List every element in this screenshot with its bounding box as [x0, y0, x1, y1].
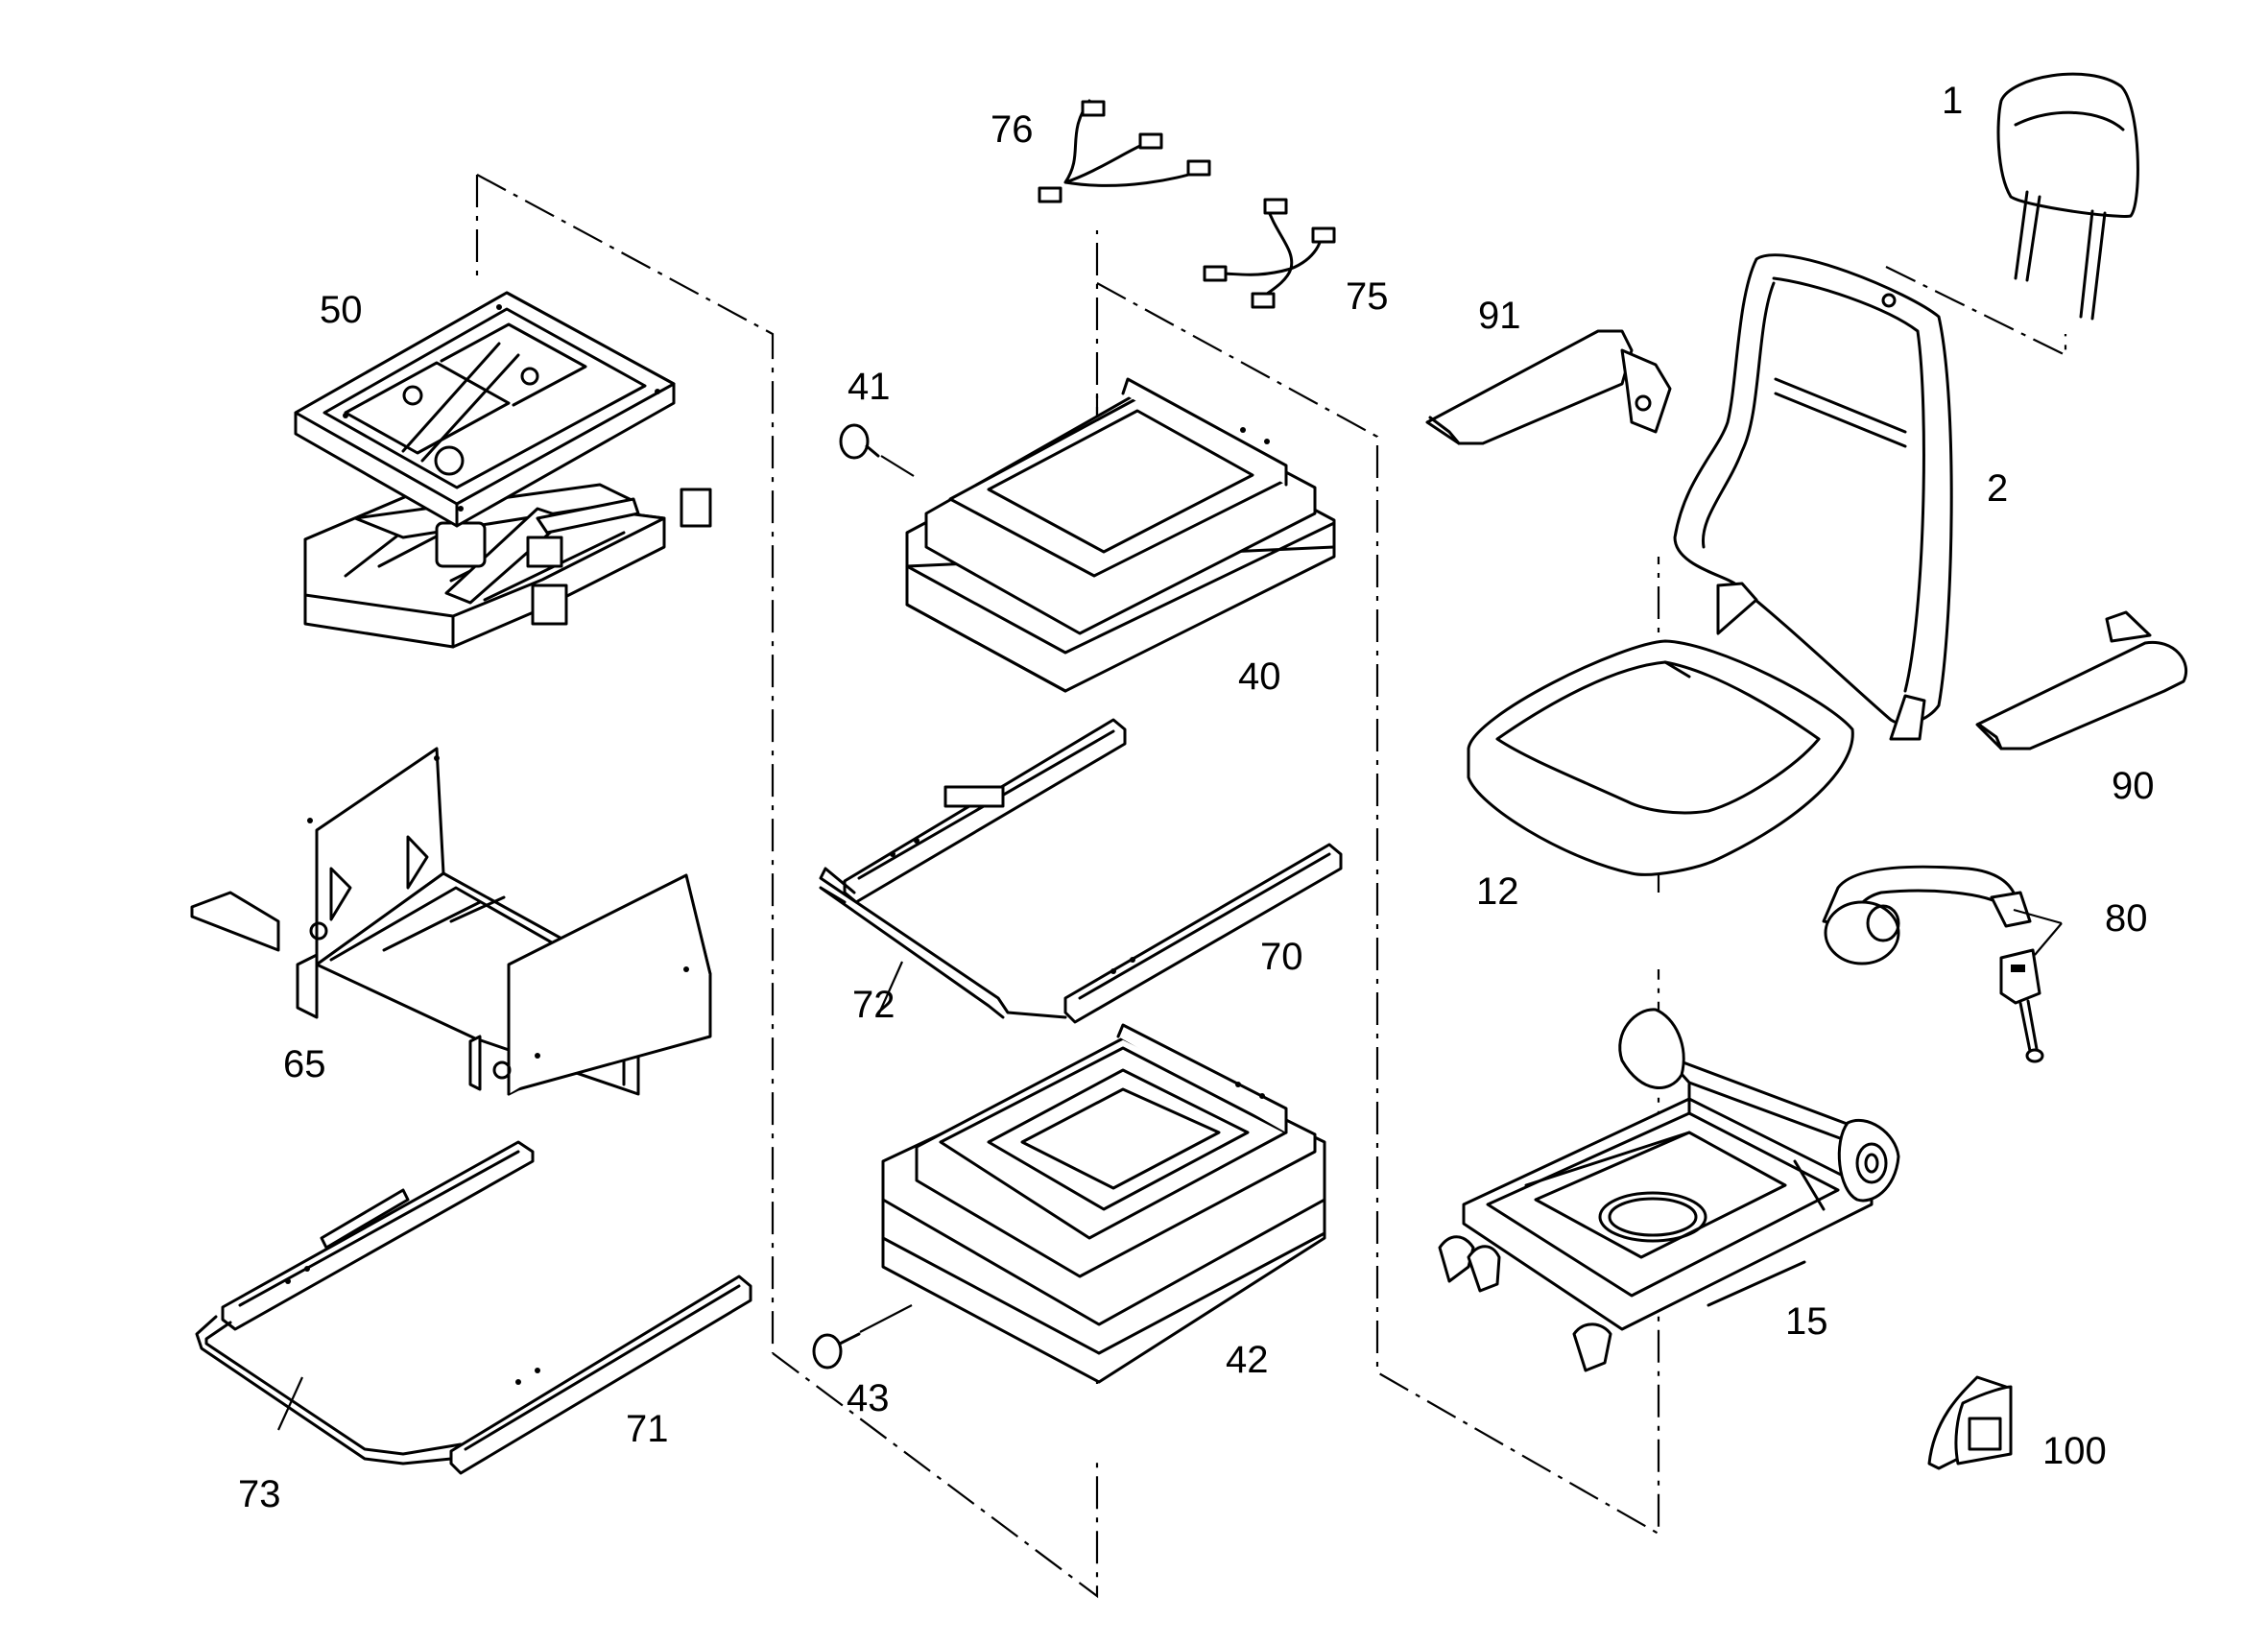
part-labels: 1 2 12 15 40 41 42 43 50 65 70 71 72 73 … — [238, 80, 2155, 1515]
upper-bellows-drawing — [905, 377, 1336, 693]
lower-slide-rails-drawing — [195, 1140, 752, 1475]
harnesses-drawing — [1038, 99, 1336, 309]
label-lower-slide-lever: 73 — [238, 1473, 281, 1515]
suspension-drawing — [294, 291, 712, 649]
label-upper-bellows: 40 — [1238, 655, 1281, 698]
label-armrest-right: 90 — [2112, 765, 2155, 807]
seat-frame-drawing — [1438, 1008, 1900, 1372]
backrest-drawing — [1673, 253, 1953, 741]
armrest-left-drawing — [1425, 329, 1672, 445]
headrest-drawing — [1996, 72, 2139, 321]
label-seat-frame: 15 — [1785, 1300, 1828, 1343]
label-lower-bellows: 42 — [1226, 1339, 1269, 1381]
label-plug-upper: 41 — [848, 366, 891, 408]
upper-slide-rails-drawing — [819, 718, 1343, 1024]
plugs-drawing — [812, 423, 915, 1370]
label-upper-slide-rail: 70 — [1260, 936, 1303, 978]
armrest-right-drawing — [1975, 610, 2188, 751]
label-console: 65 — [283, 1043, 326, 1085]
console-drawing — [190, 747, 712, 1096]
label-headrest: 1 — [1942, 80, 1963, 122]
leader-lines — [276, 908, 2063, 1431]
label-suspension: 50 — [320, 289, 363, 331]
document-pouch-drawing — [1927, 1375, 2013, 1470]
label-upper-slide-lever: 72 — [852, 984, 895, 1026]
lower-bellows-drawing — [881, 1023, 1326, 1384]
label-harness-76: 76 — [991, 108, 1034, 151]
label-armrest-left: 91 — [1478, 295, 1521, 337]
label-lower-slide-rail: 71 — [626, 1408, 669, 1450]
label-plug-lower: 43 — [847, 1377, 890, 1419]
label-harness-75: 75 — [1346, 275, 1389, 318]
seat-cushion-drawing — [1467, 639, 1854, 876]
label-seat-cushion: 12 — [1476, 870, 1519, 913]
label-seat-belt: 80 — [2105, 897, 2148, 940]
seat-belt-drawing — [1822, 865, 2044, 1063]
label-document-pouch: 100 — [2042, 1430, 2107, 1472]
label-backrest: 2 — [1987, 467, 2008, 510]
